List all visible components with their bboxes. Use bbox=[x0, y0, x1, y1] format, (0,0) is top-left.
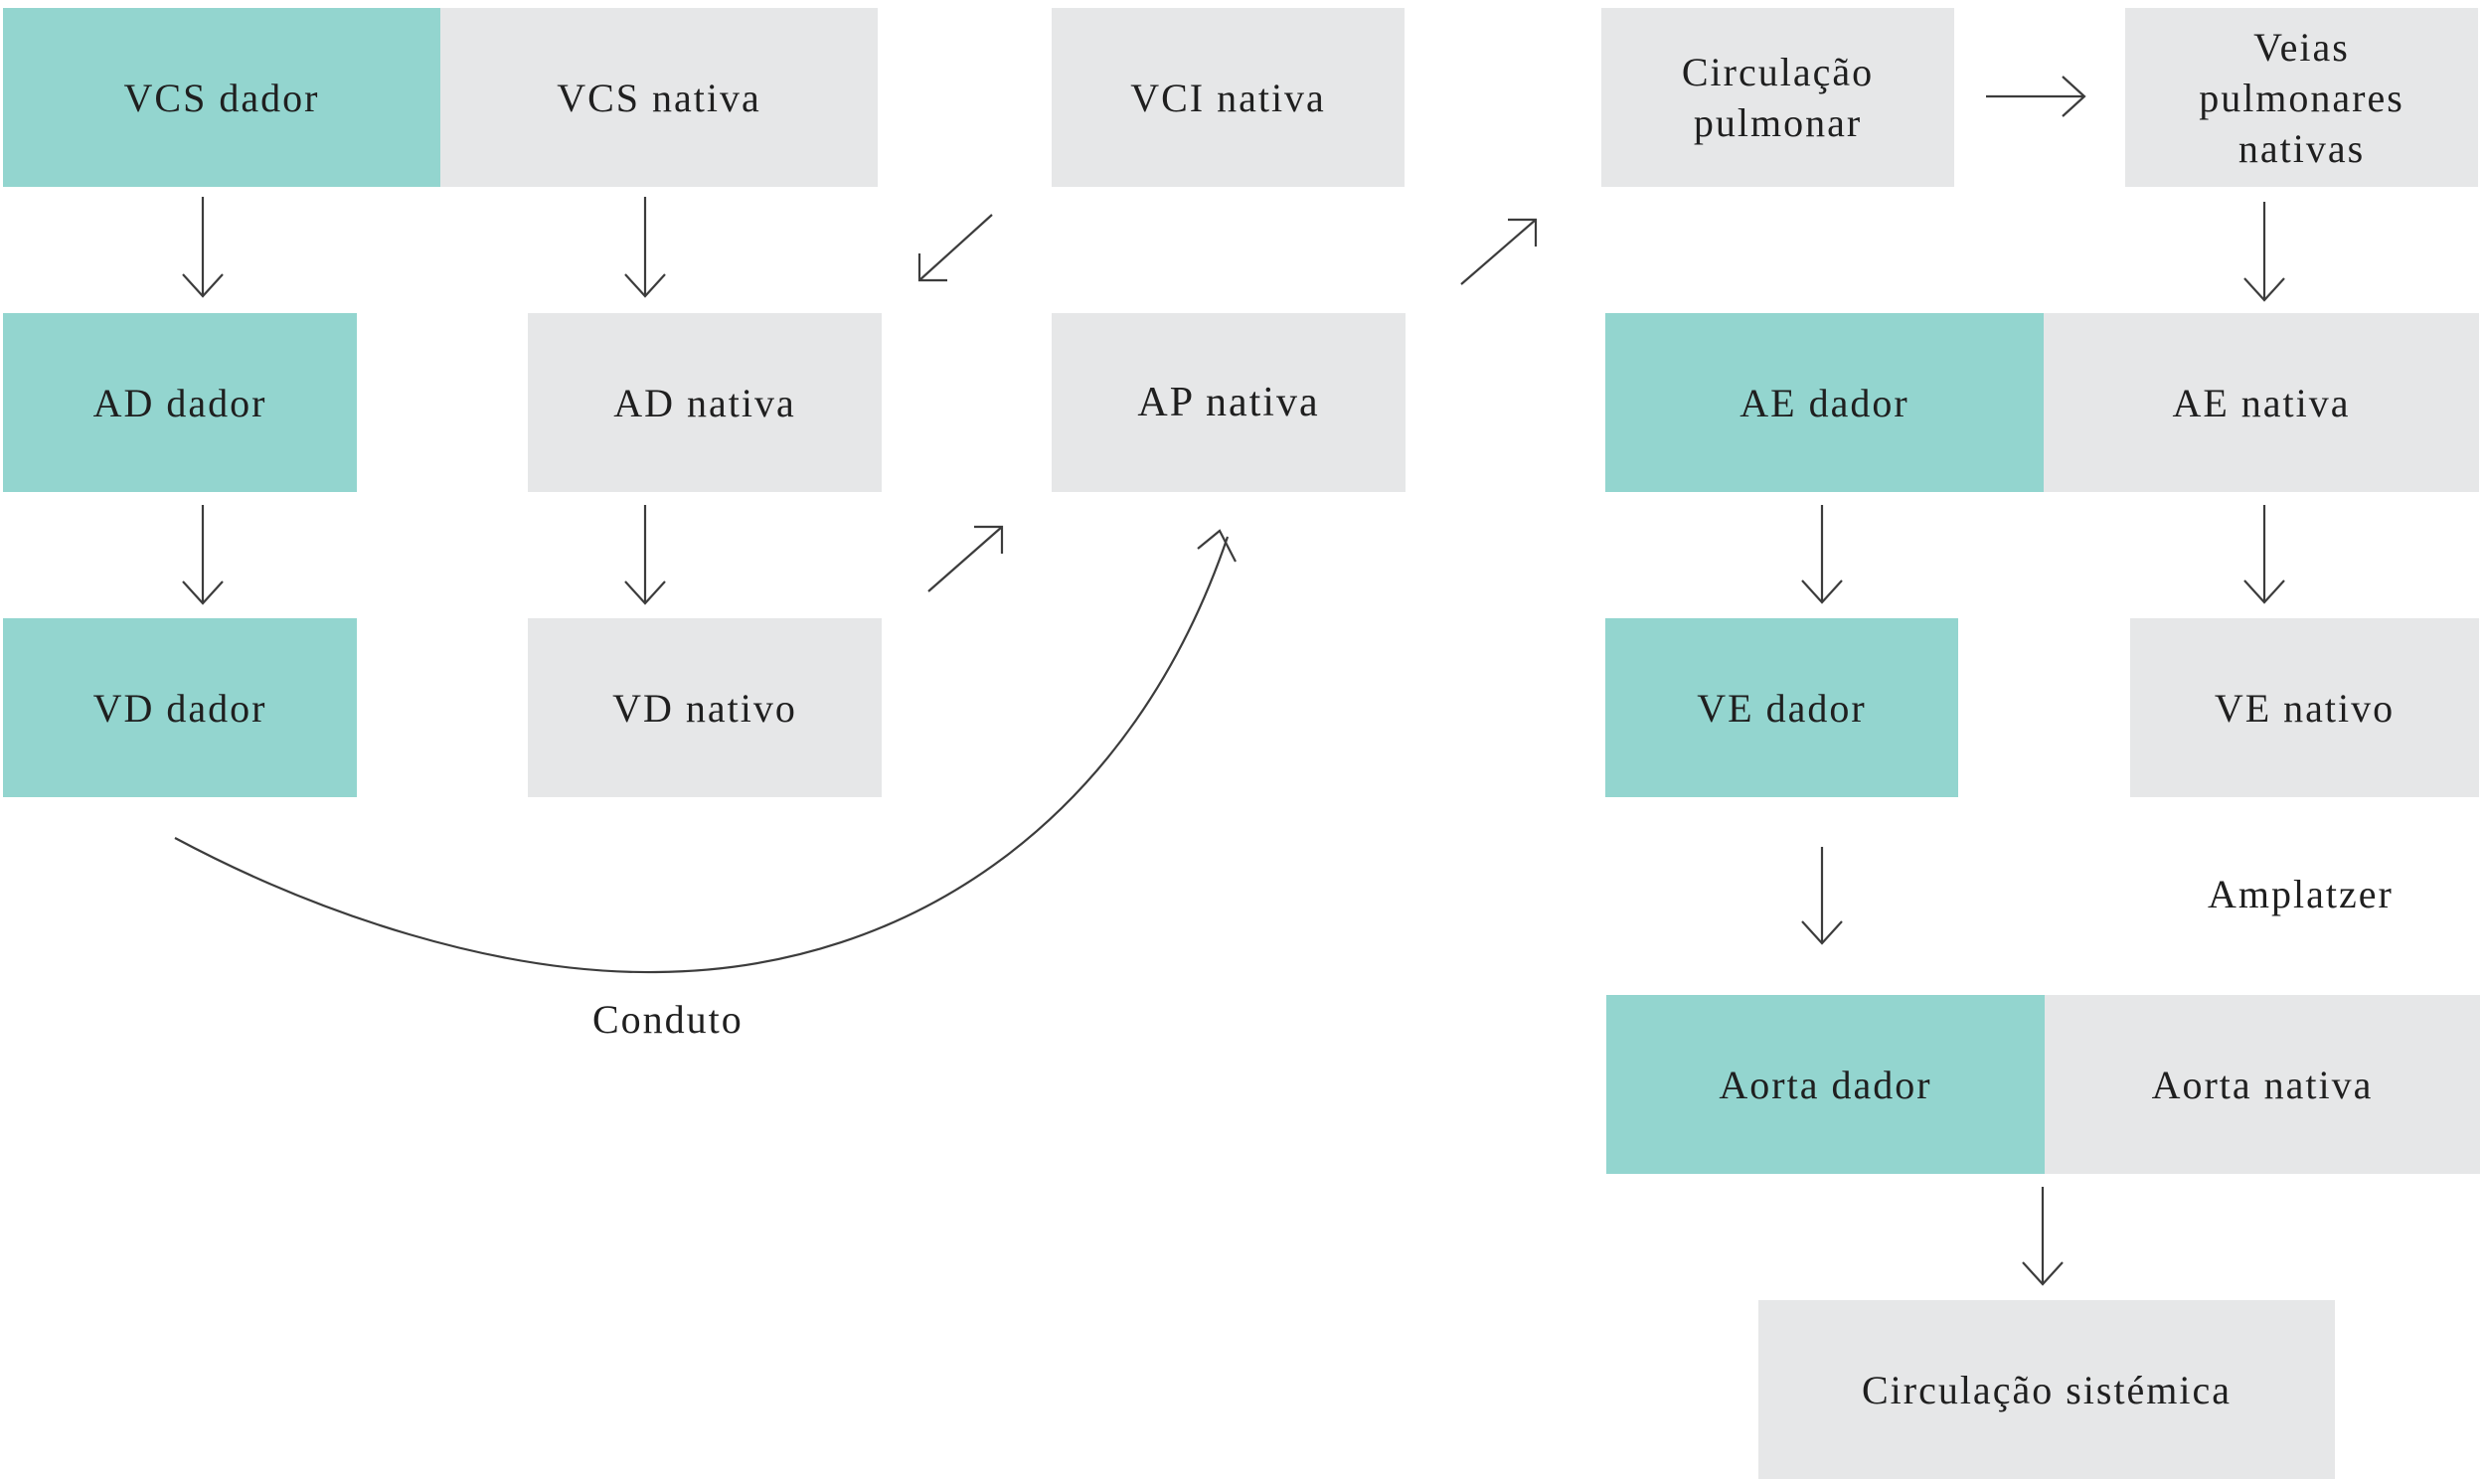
node-ad-nativa: AD nativa bbox=[528, 313, 882, 492]
label-conduto: Conduto bbox=[592, 997, 744, 1042]
node-vci-nativa: VCI nativa bbox=[1052, 8, 1405, 187]
arrow-diag-vci-to-ad bbox=[917, 214, 993, 282]
node-ap-nativa: AP nativa bbox=[1052, 313, 1406, 492]
node-circulacao-sistemica: Circulação sistémica bbox=[1758, 1300, 2335, 1479]
node-ae-dador: AE dador bbox=[1605, 313, 2044, 492]
arrow-down-veias bbox=[2243, 202, 2285, 302]
node-aorta-dador: Aorta dador bbox=[1606, 995, 2045, 1174]
arrow-down-ve-dador bbox=[1801, 847, 1843, 945]
arrow-down-ad-nativa bbox=[624, 505, 666, 605]
arrow-down-vcs-dador bbox=[182, 197, 224, 298]
node-ve-dador: VE dador bbox=[1605, 618, 1958, 797]
arrow-diag-vd-to-ap bbox=[927, 525, 1004, 592]
arrow-down-vcs-nativa bbox=[624, 197, 666, 298]
node-circulacao-pulmonar: Circulação pulmonar bbox=[1601, 8, 1954, 187]
label-amplatzer: Amplatzer bbox=[2208, 872, 2394, 916]
node-vcs-dador: VCS dador bbox=[3, 8, 440, 187]
arrow-curve-conduto bbox=[174, 529, 1237, 974]
arrow-diag-ap-to-pulmonar bbox=[1460, 218, 1538, 285]
arrow-down-ae-nativa bbox=[2243, 505, 2285, 604]
node-ve-nativo: VE nativo bbox=[2130, 618, 2479, 797]
arrow-right-pulmonar-to-veias bbox=[1986, 76, 2086, 117]
node-ae-nativa: AE nativa bbox=[2044, 313, 2479, 492]
node-aorta-nativa: Aorta nativa bbox=[2045, 995, 2480, 1174]
node-vcs-nativa: VCS nativa bbox=[440, 8, 878, 187]
node-veias-pulmonares-nativas: Veias pulmonares nativas bbox=[2125, 8, 2478, 187]
arrow-down-ae-dador bbox=[1801, 505, 1843, 604]
node-vd-dador: VD dador bbox=[3, 618, 357, 797]
node-vd-nativo: VD nativo bbox=[528, 618, 882, 797]
node-ad-dador: AD dador bbox=[3, 313, 357, 492]
arrow-down-ad-dador bbox=[182, 505, 224, 605]
arrow-down-aorta bbox=[2022, 1187, 2064, 1286]
